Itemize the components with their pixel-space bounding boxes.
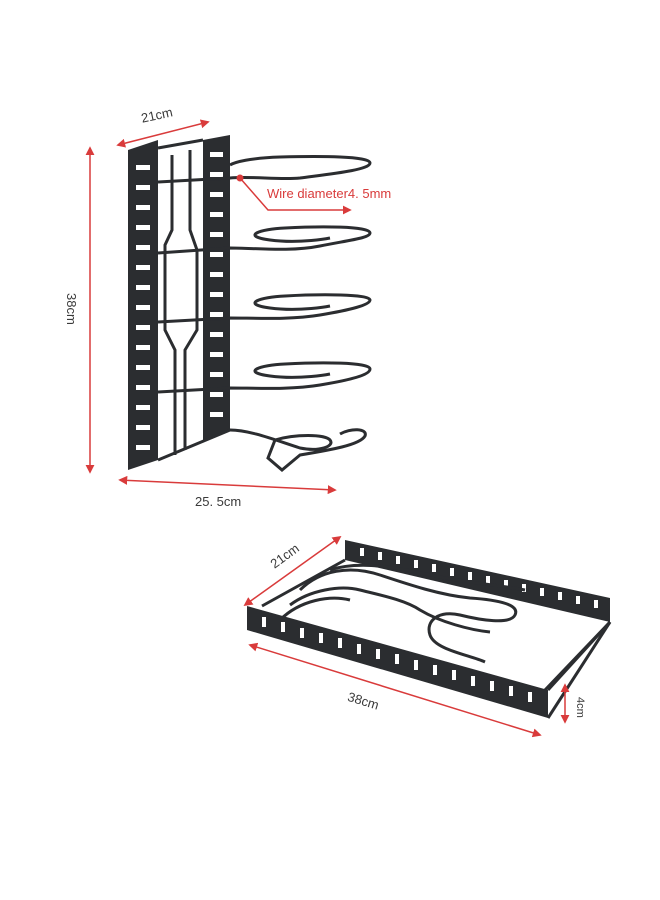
flat-width-dimension xyxy=(243,535,342,607)
upright-shelf-wires xyxy=(157,155,372,472)
upright-right-slots xyxy=(210,152,223,417)
upright-depth-dimension xyxy=(118,475,337,495)
wire-diameter-dot xyxy=(236,174,244,182)
upright-depth-label: 25. 5cm xyxy=(195,494,242,509)
upright-right-panel xyxy=(203,135,230,440)
flat-pot-rack xyxy=(247,540,612,719)
flat-back-panel xyxy=(345,540,610,622)
wire-diameter-pointer xyxy=(239,177,352,215)
flat-length-dimension xyxy=(248,642,542,738)
flat-front-slots xyxy=(262,617,532,702)
flat-height-label: 4cm xyxy=(574,697,586,718)
upright-left-slots xyxy=(136,165,150,450)
flat-back-slots xyxy=(360,548,598,608)
wire-diameter-label: Wire diameter4. 5mm xyxy=(267,186,392,201)
upright-height-label: 38cm xyxy=(64,293,79,325)
dimension-lines xyxy=(85,119,570,738)
upright-width-dimension xyxy=(116,119,210,148)
